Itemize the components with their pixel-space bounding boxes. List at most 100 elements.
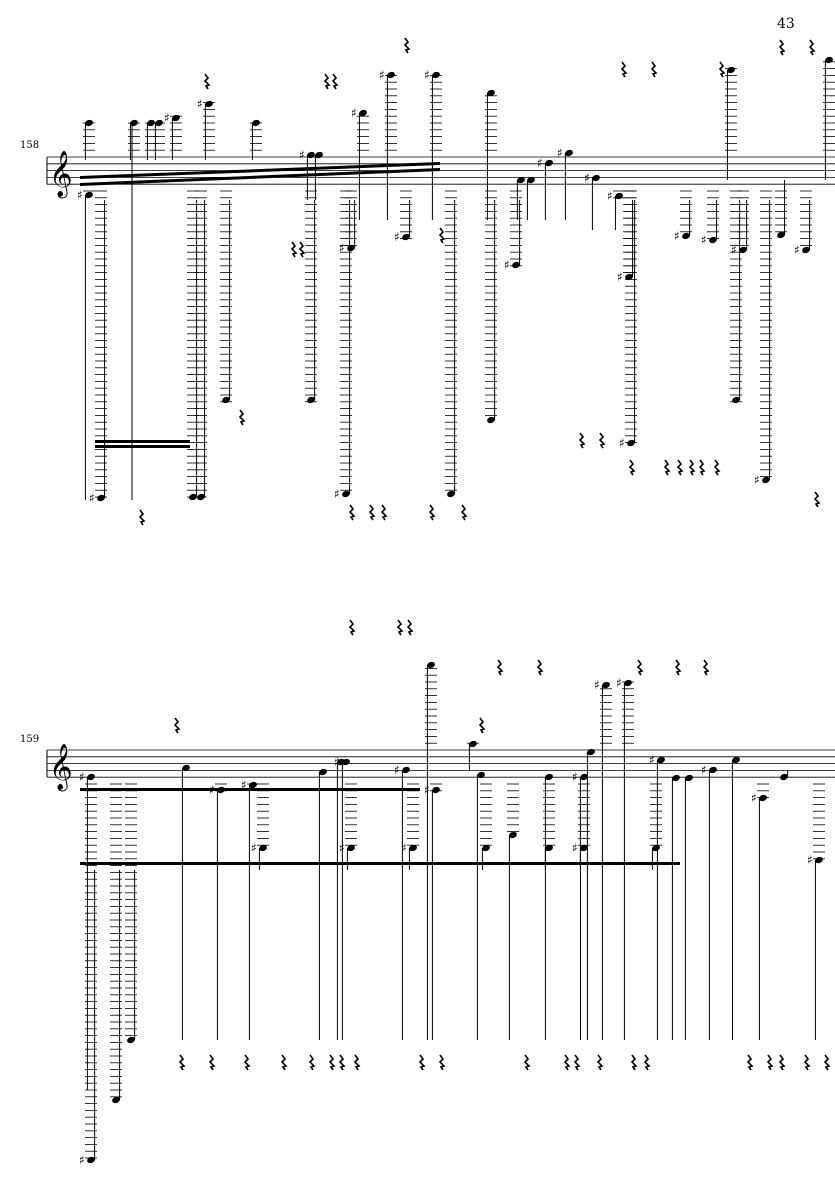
notehead — [509, 831, 517, 839]
notehead — [87, 1156, 95, 1164]
sharp-icon: ♯ — [807, 853, 813, 867]
notehead — [709, 236, 717, 244]
quarter-rest-icon — [208, 1054, 216, 1071]
sharp-icon: ♯ — [649, 753, 655, 767]
quarter-rest-icon — [238, 409, 246, 426]
notehead — [97, 494, 105, 502]
notehead — [732, 396, 740, 404]
notehead — [359, 109, 367, 117]
notehead — [402, 766, 410, 774]
notehead — [87, 773, 95, 781]
quarter-rest-icon — [536, 659, 544, 676]
sharp-icon: ♯ — [339, 841, 345, 855]
quarter-rest-icon — [630, 1054, 638, 1071]
notehead — [147, 119, 155, 127]
notehead — [815, 856, 823, 864]
sharp-icon: ♯ — [394, 230, 400, 244]
sharp-icon: ♯ — [537, 156, 543, 170]
quarter-rest-icon — [674, 659, 682, 676]
notehead — [402, 233, 410, 241]
notehead — [732, 756, 740, 764]
notehead — [627, 439, 635, 447]
quarter-rest-icon — [663, 459, 671, 476]
quarter-rest-icon — [578, 432, 586, 449]
quarter-rest-icon — [478, 717, 486, 734]
notehead — [545, 773, 553, 781]
beam — [95, 445, 190, 448]
quarter-rest-icon — [698, 459, 706, 476]
notehead — [432, 71, 440, 79]
notehead — [315, 151, 323, 159]
beam — [80, 162, 440, 179]
quarter-rest-icon — [323, 73, 331, 90]
sharp-icon: ♯ — [77, 188, 83, 202]
notehead — [580, 773, 588, 781]
notehead — [592, 174, 600, 182]
quarter-rest-icon — [298, 241, 306, 258]
quarter-rest-icon — [620, 61, 628, 78]
measure-number-159: 159 — [20, 734, 40, 745]
notehead — [342, 490, 350, 498]
notehead — [307, 396, 315, 404]
notehead — [477, 771, 485, 779]
notehead — [545, 159, 553, 167]
quarter-rest-icon — [418, 1054, 426, 1071]
sharp-icon: ♯ — [339, 241, 345, 255]
sharp-icon: ♯ — [89, 491, 95, 505]
quarter-rest-icon — [778, 39, 786, 56]
notehead — [709, 766, 717, 774]
sharp-icon: ♯ — [424, 783, 430, 797]
notehead — [625, 273, 633, 281]
sharp-icon: ♯ — [164, 111, 170, 125]
notehead — [409, 844, 417, 852]
quarter-rest-icon — [823, 1054, 831, 1071]
notehead — [517, 176, 525, 184]
notehead — [657, 756, 665, 764]
sharp-icon: ♯ — [594, 678, 600, 692]
quarter-rest-icon — [243, 1054, 251, 1071]
notehead — [762, 476, 770, 484]
notehead — [602, 681, 610, 689]
quarter-rest-icon — [523, 1054, 531, 1071]
treble-clef-icon: 𝄞 — [49, 151, 73, 199]
sharp-icon: ♯ — [379, 68, 385, 82]
page-number: 43 — [777, 16, 795, 32]
notehead — [580, 844, 588, 852]
notehead — [252, 119, 260, 127]
quarter-rest-icon — [688, 459, 696, 476]
measure-number-158: 158 — [20, 140, 40, 151]
staff-system-158: 𝄞♯♯♯♯♯♯♯♯♯♯♯♯♯♯♯♯♯♯♯♯♯♯♯ — [46, 37, 835, 526]
quarter-rest-icon — [396, 619, 404, 636]
quarter-rest-icon — [331, 73, 339, 90]
sharp-icon: ♯ — [251, 841, 257, 855]
sharp-icon: ♯ — [299, 148, 305, 162]
notehead — [487, 416, 495, 424]
quarter-rest-icon — [348, 504, 356, 521]
quarter-rest-icon — [713, 459, 721, 476]
notehead — [777, 231, 785, 239]
quarter-rest-icon — [138, 509, 146, 526]
notehead — [342, 758, 350, 766]
beam — [95, 440, 190, 443]
notehead — [652, 844, 660, 852]
quarter-rest-icon — [203, 73, 211, 90]
quarter-rest-icon — [406, 619, 414, 636]
notehead — [112, 1096, 120, 1104]
notehead — [469, 740, 477, 748]
quarter-rest-icon — [636, 659, 644, 676]
sharp-icon: ♯ — [674, 229, 680, 243]
quarter-rest-icon — [718, 61, 726, 78]
notehead — [487, 89, 495, 97]
notehead — [319, 768, 327, 776]
notehead — [672, 774, 680, 782]
quarter-rest-icon — [808, 39, 816, 56]
notehead — [172, 114, 180, 122]
sharp-icon: ♯ — [401, 841, 407, 855]
notehead — [780, 773, 788, 781]
sharp-icon: ♯ — [79, 770, 85, 784]
quarter-rest-icon — [803, 1054, 811, 1071]
quarter-rest-icon — [368, 504, 376, 521]
quarter-rest-icon — [573, 1054, 581, 1071]
sharp-icon: ♯ — [197, 97, 203, 111]
